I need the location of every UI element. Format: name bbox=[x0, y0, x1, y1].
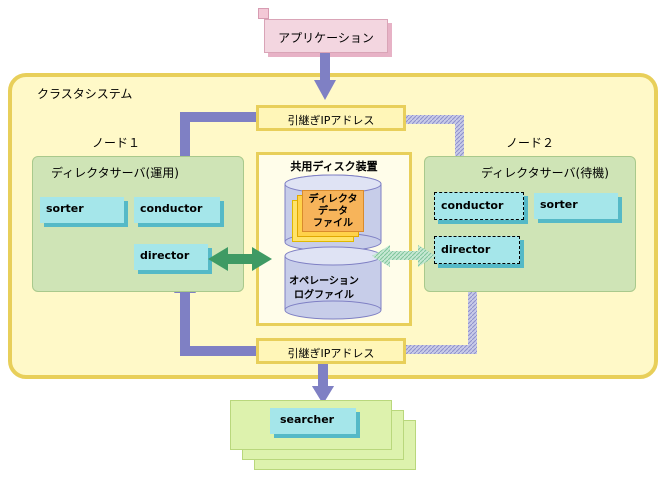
node2-sorter: sorter bbox=[534, 193, 618, 219]
takeover-ip-top: 引継ぎIPアドレス bbox=[256, 105, 406, 131]
node2-director: director bbox=[434, 236, 520, 264]
director-data-file: ディレクタ データ ファイル bbox=[302, 190, 364, 232]
director-data-file-line1: ディレクタ bbox=[308, 194, 358, 205]
node2-conductor-label: conductor bbox=[441, 199, 504, 212]
operation-log-file: オペレーション ログファイル bbox=[288, 270, 360, 304]
node2-conductor: conductor bbox=[434, 192, 524, 220]
application-box: アプリケーション bbox=[264, 19, 388, 53]
operation-log-file-line1: オペレーション bbox=[289, 276, 359, 287]
node1-conductor: conductor bbox=[134, 197, 220, 223]
node1-conductor-label: conductor bbox=[140, 202, 203, 215]
arrow-ip-to-searcher-front bbox=[312, 362, 334, 404]
node1-panel-title: ディレクタサーバ(運用) bbox=[51, 166, 179, 180]
director-data-file-line2: データ bbox=[318, 206, 348, 217]
takeover-ip-top-label: 引継ぎIPアドレス bbox=[287, 114, 375, 127]
node2-title: ノード２ bbox=[506, 136, 555, 150]
arrow-node1-director-disk-front bbox=[208, 247, 272, 271]
node1-title: ノード１ bbox=[92, 136, 141, 150]
node2-panel-title: ディレクタサーバ(待機) bbox=[481, 166, 609, 180]
operation-log-file-line2: ログファイル bbox=[294, 290, 354, 301]
searcher: searcher bbox=[270, 408, 356, 434]
node2-sorter-label: sorter bbox=[540, 198, 578, 211]
shared-disk-title: 共用ディスク装置 bbox=[290, 160, 378, 173]
arrow-app-to-ip-front bbox=[314, 53, 336, 100]
application-label: アプリケーション bbox=[278, 31, 374, 45]
takeover-ip-bottom-label: 引継ぎIPアドレス bbox=[287, 347, 375, 360]
node1-director: director bbox=[134, 244, 208, 270]
node1-director-label: director bbox=[140, 249, 190, 262]
node1-sorter: sorter bbox=[40, 197, 124, 223]
node2-director-label: director bbox=[441, 243, 491, 256]
takeover-ip-bottom: 引継ぎIPアドレス bbox=[256, 338, 406, 364]
cluster-title: クラスタシステム bbox=[37, 87, 133, 101]
searcher-label: searcher bbox=[280, 413, 335, 426]
arrow-node2-director-disk-front bbox=[372, 245, 436, 267]
director-data-file-line3: ファイル bbox=[313, 218, 353, 229]
node2-director-server: ディレクタサーバ(待機) bbox=[424, 156, 636, 292]
application-marker bbox=[258, 8, 269, 19]
node1-sorter-label: sorter bbox=[46, 202, 84, 215]
